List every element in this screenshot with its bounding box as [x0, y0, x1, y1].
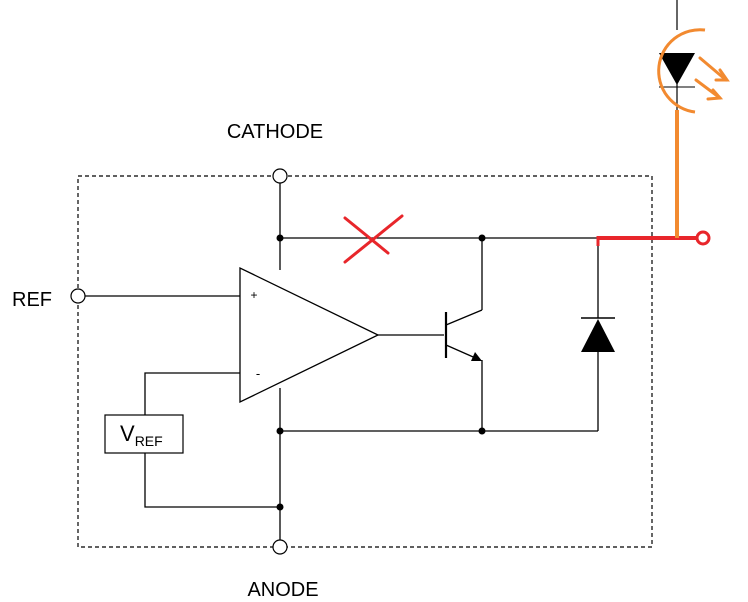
cathode-terminal	[272, 168, 288, 184]
diode-triangle-icon	[581, 319, 615, 352]
anode-terminal	[272, 539, 288, 555]
ref-label: REF	[12, 289, 52, 311]
red-output-terminal	[695, 230, 711, 246]
node-dot	[276, 234, 284, 242]
ref-terminal	[70, 288, 86, 304]
vref-box	[104, 414, 184, 454]
opamp-plus-label: +	[250, 288, 257, 302]
vref-sub-text: REF	[135, 433, 163, 449]
led-icon	[657, 0, 730, 114]
vref-main-text: V	[120, 421, 135, 446]
opamp-minus-label: -	[256, 366, 260, 381]
package-outline	[77, 175, 653, 548]
node-dot	[276, 427, 284, 435]
anode-label: ANODE	[247, 579, 318, 601]
node-dot	[478, 427, 486, 435]
emitter-arrow	[471, 352, 482, 361]
cathode-label: CATHODE	[227, 121, 323, 143]
x-mark-icon	[343, 214, 404, 264]
wire-vref-anode	[144, 453, 280, 508]
opamp-triangle	[239, 266, 380, 404]
vref-label: VREF	[120, 421, 163, 449]
wire-minus-input	[144, 372, 240, 415]
transistor-collector	[445, 309, 483, 326]
